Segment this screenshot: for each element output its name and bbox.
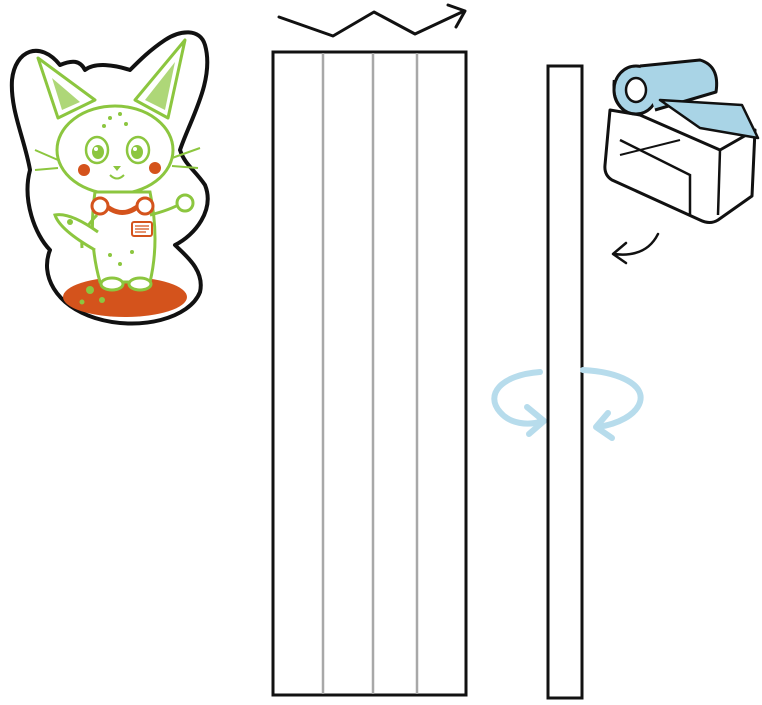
zigzag-arrow	[277, 3, 467, 38]
left-cheek	[78, 164, 90, 176]
right-ear	[133, 38, 187, 120]
mascot-head	[55, 104, 175, 196]
tape-strip	[658, 98, 760, 140]
rotate-arrow	[491, 369, 547, 437]
wide-paper-strip	[271, 50, 468, 697]
rotate-arrow-front	[580, 367, 644, 441]
mascot-tail	[53, 213, 99, 252]
curved-arrow	[611, 232, 660, 265]
right-cheek	[149, 162, 161, 174]
lynx-mascot-sticker	[9, 30, 210, 326]
left-ear	[36, 56, 97, 120]
wide-strip-outline	[271, 50, 468, 697]
tape-dispenser-icon	[603, 58, 760, 224]
narrow-paper-strip	[546, 64, 584, 700]
sticker-ground	[63, 277, 187, 317]
